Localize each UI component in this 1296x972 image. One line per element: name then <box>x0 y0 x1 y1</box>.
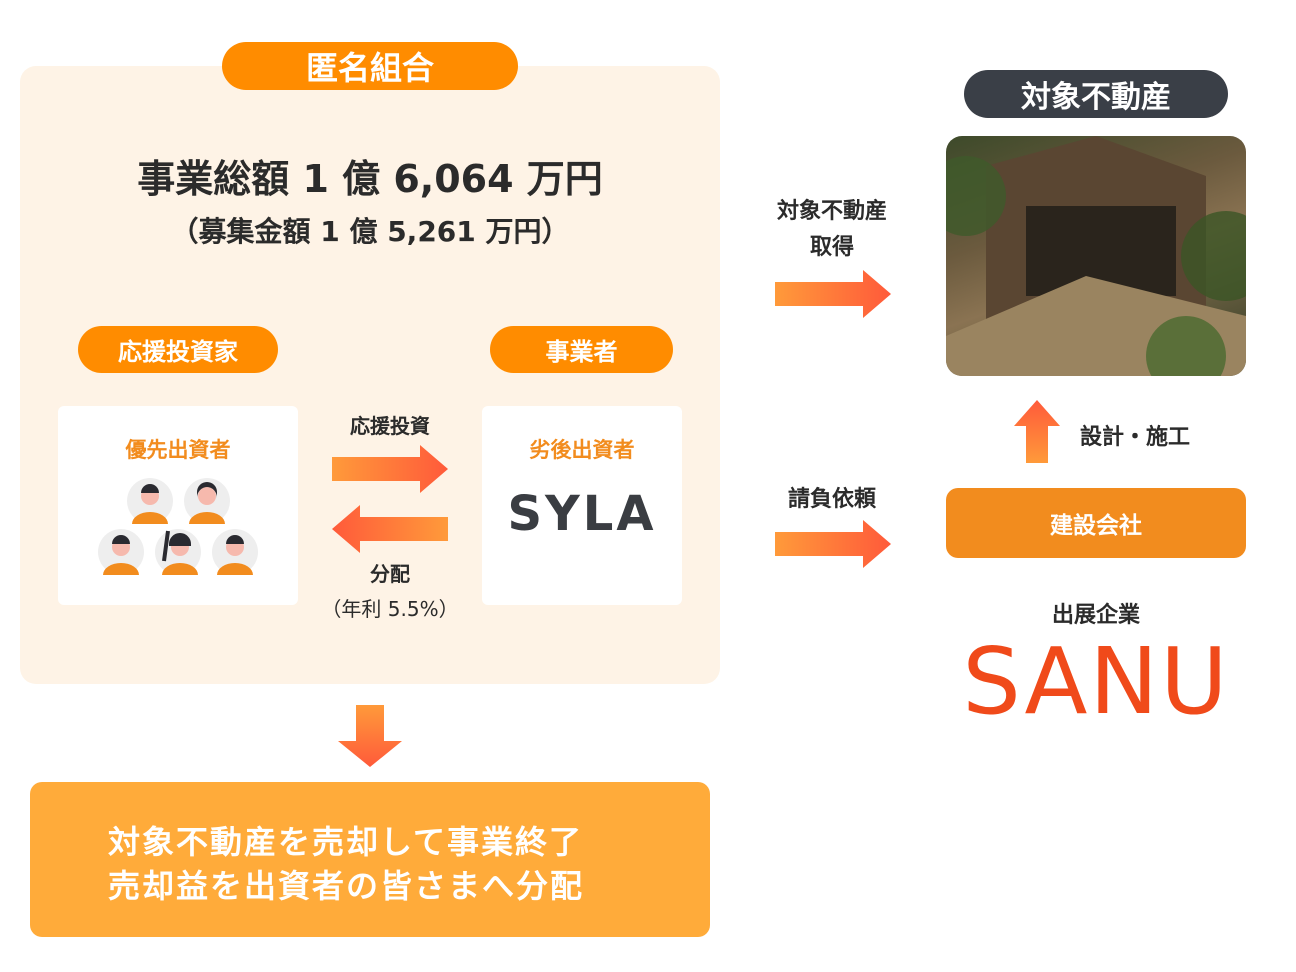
person-icon <box>212 529 258 575</box>
exit-line-1: 対象不動産を売却して事業終了 <box>108 823 584 861</box>
property-title: 対象不動産 <box>964 70 1228 118</box>
person-icon <box>127 478 173 524</box>
order-label: 請負依頼 <box>787 487 876 512</box>
senior-investor-box: 優先出資者 <box>58 406 298 605</box>
person-icon <box>98 529 144 575</box>
raise-amount: （募集金額 1 億 5,261 万円） <box>170 215 570 248</box>
sanu-logo: SANU <box>962 628 1230 735</box>
acquire-label-2: 取得 <box>809 235 854 260</box>
cabin-image <box>946 136 1246 376</box>
junior-investor-label: 劣後出資者 <box>529 438 635 462</box>
acquire-label-1: 対象不動産 <box>776 199 887 224</box>
exhibitor-label: 出展企業 <box>1051 603 1140 628</box>
builder-box: 建設会社 <box>946 488 1246 558</box>
order-arrow-icon <box>775 520 891 568</box>
person-icon <box>184 478 230 524</box>
syla-logo: SYLA <box>507 486 657 542</box>
exit-box: 対象不動産を売却して事業終了 売却益を出資者の皆さまへ分配 <box>30 782 710 937</box>
invest-label: 応援投資 <box>350 414 430 438</box>
down-arrow-icon <box>338 705 402 767</box>
build-label: 設計・施工 <box>1080 425 1191 450</box>
distribution-label: 分配 <box>370 562 410 586</box>
exit-line-2: 売却益を出資者の皆さまへ分配 <box>108 867 585 905</box>
junior-investor-box: 劣後出資者 SYLA <box>482 406 682 605</box>
total-amount: 事業総額 1 億 6,064 万円 <box>137 157 603 201</box>
anonymous-partnership-title: 匿名組合 <box>222 42 518 90</box>
operator-pill: 事業者 <box>490 326 673 373</box>
distribution-arrow-icon <box>332 505 448 553</box>
acquire-label: 対象不動産取得 <box>752 194 912 266</box>
acquire-arrow-icon <box>775 270 891 318</box>
property-photo <box>946 136 1246 376</box>
senior-investor-label: 優先出資者 <box>125 438 231 462</box>
investors-group-icon <box>98 478 258 575</box>
up-arrow-icon <box>1014 400 1060 463</box>
person-icon <box>155 529 201 575</box>
distribution-rate: （年利 5.5%） <box>321 597 459 621</box>
investors-pill: 応援投資家 <box>78 326 278 373</box>
invest-arrow-icon <box>332 445 448 493</box>
